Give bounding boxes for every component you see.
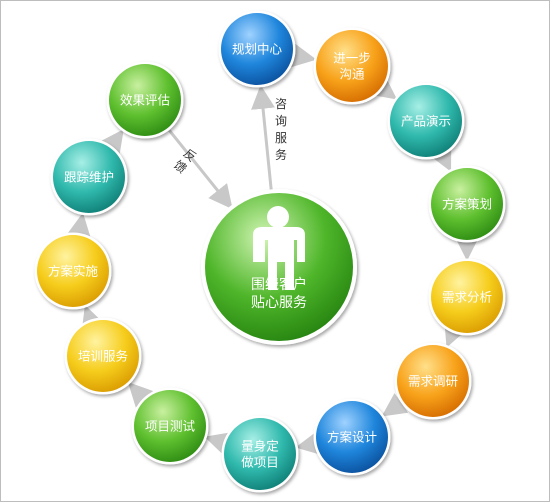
node-plan-implementation: 方案实施 [34,232,112,310]
node-label: 效果评估 [120,93,170,108]
node-label: 做项目 [241,455,279,470]
node-planning-center: 规划中心 [218,10,296,88]
node-circle [316,30,388,102]
node-circle [67,320,139,392]
cycle-arrow [127,382,154,408]
cycle-arrow [81,304,105,332]
cycle-arrow [429,144,452,172]
nodes-layer: 规划中心进一步沟通产品演示方案策划需求分析需求调研方案设计量身定做项目项目测试培… [34,10,506,493]
node-label: 产品演示 [401,114,451,129]
node-label: 项目测试 [145,419,196,434]
node-project-testing: 项目测试 [131,387,209,465]
node-label: 沟通 [339,67,365,82]
node-effect-evaluation: 效果评估 [106,61,184,139]
node-product-demo: 产品演示 [387,82,465,160]
node-tracking-maintenance: 跟踪维护 [50,138,128,216]
node-plan-design: 方案设计 [313,398,391,476]
cycle-arrow [100,129,124,156]
node-label: 规划中心 [232,42,283,57]
node-circle [37,235,109,307]
feedback-arrow [168,129,233,210]
node-circle [221,13,293,85]
consult-char: 询 [275,114,287,128]
node-label: 进一步 [333,51,371,66]
cycle-arrow [204,432,231,456]
node-training-service: 培训服务 [64,317,142,395]
consult-arrow [251,84,275,192]
node-label: 需求分析 [442,290,492,305]
cycle-arrow [381,393,409,417]
center-label: 围绕客户 [251,276,307,293]
node-label: 量身定 [241,439,279,454]
person-icon [253,206,305,290]
node-circle [431,168,503,240]
cycle-arrow [67,212,91,239]
node-label: 方案设计 [327,430,377,445]
node-requirement-survey: 需求调研 [394,342,472,420]
node-circle [53,141,125,213]
node-circle [431,261,503,333]
node-plan-strategy: 方案策划 [428,165,506,243]
node-label: 培训服务 [78,349,128,364]
center-circle [205,193,353,341]
center-label: 贴心服务 [251,295,307,311]
cycle-arrow [444,320,467,348]
cycle-arrow [295,431,322,455]
node-circle [390,85,462,157]
node-circle [109,64,181,136]
consult-char: 咨 [275,96,287,111]
node-circle [397,345,469,417]
node-label: 跟踪维护 [64,170,114,185]
node-label: 需求调研 [408,374,458,389]
cycle-arrow [290,43,317,68]
node-circle [224,418,296,490]
cycle-arrow [370,75,398,100]
consult-char: 服 [275,131,287,145]
node-label: 方案策划 [442,197,492,212]
node-circle [134,390,206,462]
node-requirement-analysis: 需求分析 [428,258,506,336]
node-circle [316,401,388,473]
consult-char: 务 [275,147,287,162]
node-label: 方案实施 [48,264,99,279]
